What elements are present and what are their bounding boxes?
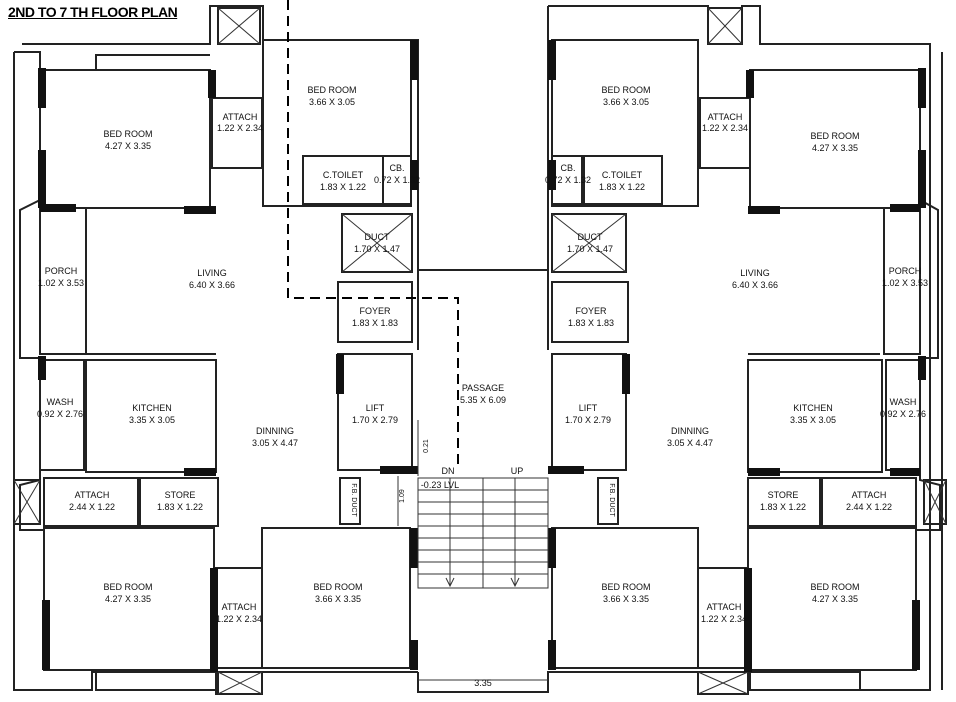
room-dim: 1.22 X 2.34: [217, 123, 263, 133]
dimension-lines: [397, 420, 548, 681]
room-dim: 2.44 X 1.22: [69, 502, 115, 512]
room-dim: 3.66 X 3.35: [603, 594, 649, 604]
room-name: DUCT: [578, 232, 603, 242]
dimension-label: 0.21: [423, 439, 430, 453]
room-dim: 1.22 X 2.34: [702, 123, 748, 133]
room-name: PORCH: [889, 266, 922, 276]
room-name: BED ROOM: [810, 582, 859, 592]
room-dim: 3.35 X 3.05: [790, 415, 836, 425]
structural-columns: [38, 40, 926, 672]
room-dim: 1.22 X 2.34: [216, 614, 262, 624]
room-dim: 4.27 X 3.35: [105, 141, 151, 151]
room-name: BED ROOM: [601, 85, 650, 95]
fb-duct-label: F.B. DUCT: [608, 483, 615, 517]
room-dim: 1.02 X 3.53: [38, 278, 84, 288]
room-dim: 0.72 X 1.32: [374, 175, 420, 185]
room-name: CB.: [389, 163, 404, 173]
room-dim: 0.72 X 1.32: [545, 175, 591, 185]
room-name: LIFT: [579, 403, 598, 413]
room-name: WASH: [47, 397, 74, 407]
room-dim: 1.70 X 2.79: [352, 415, 398, 425]
room-name: BED ROOM: [313, 582, 362, 592]
room-name: CB.: [560, 163, 575, 173]
room-dim: 3.35 X 3.05: [129, 415, 175, 425]
room-name: DINNING: [256, 426, 294, 436]
room-name: ATTACH: [222, 602, 257, 612]
room-dim: 1.83 X 1.22: [157, 502, 203, 512]
dimension-label: 3.35: [474, 678, 492, 688]
room-name: LIVING: [740, 268, 770, 278]
page-title: 2ND TO 7 TH FLOOR PLAN: [8, 4, 178, 20]
room-name: C.TOILET: [602, 170, 643, 180]
room-dim: 4.27 X 3.35: [812, 143, 858, 153]
room-name: DUCT: [365, 232, 390, 242]
stair-level-label: -0.23 LVL: [421, 480, 459, 490]
right-interior-walls: [13, 7, 947, 695]
room-name: KITCHEN: [793, 403, 833, 413]
room-dim: 3.05 X 4.47: [667, 438, 713, 448]
room-dim: 4.27 X 3.35: [812, 594, 858, 604]
room-name: ATTACH: [75, 490, 110, 500]
room-dim: 1.83 X 1.22: [599, 182, 645, 192]
room-dim: 6.40 X 3.66: [189, 280, 235, 290]
room-name: ATTACH: [852, 490, 887, 500]
room-name: FOYER: [575, 306, 607, 316]
room-name: KITCHEN: [132, 403, 172, 413]
passage-name: PASSAGE: [462, 383, 504, 393]
room-name: BED ROOM: [307, 85, 356, 95]
room-dim: 1.83 X 1.22: [760, 502, 806, 512]
room-dim: 3.05 X 4.47: [252, 438, 298, 448]
room-name: BED ROOM: [103, 582, 152, 592]
staircase: [417, 477, 549, 589]
room-dim: 0.92 X 2.76: [37, 409, 83, 419]
fb-duct-label: F.B. DUCT: [350, 483, 357, 517]
dimension-label: 1.09: [399, 489, 406, 503]
room-name: STORE: [165, 490, 196, 500]
room-name: WASH: [890, 397, 917, 407]
room-name: STORE: [768, 490, 799, 500]
room-dim: 3.66 X 3.05: [603, 97, 649, 107]
room-name: BED ROOM: [601, 582, 650, 592]
passage-dim: 5.35 X 6.09: [460, 395, 506, 405]
dashed-reference-lines: [287, 0, 459, 470]
room-name: LIFT: [366, 403, 385, 413]
room-name: BED ROOM: [810, 131, 859, 141]
stair-up-label: UP: [511, 466, 524, 476]
room-dim: 1.02 X 3.53: [882, 278, 928, 288]
room-name: C.TOILET: [323, 170, 364, 180]
room-dim: 1.83 X 1.83: [352, 318, 398, 328]
room-dim: 1.83 X 1.22: [320, 182, 366, 192]
room-name: BED ROOM: [103, 129, 152, 139]
room-dim: 1.70 X 1.47: [354, 244, 400, 254]
room-name: ATTACH: [707, 602, 742, 612]
room-name: PORCH: [45, 266, 78, 276]
room-name: ATTACH: [223, 112, 258, 122]
room-dim: 1.22 X 2.34: [701, 614, 747, 624]
room-dim: 1.83 X 1.83: [568, 318, 614, 328]
room-dim: 0.92 X 2.76: [880, 409, 926, 419]
room-dim: 3.66 X 3.05: [309, 97, 355, 107]
stair-dn-label: DN: [442, 466, 455, 476]
room-name: DINNING: [671, 426, 709, 436]
room-dim: 3.66 X 3.35: [315, 594, 361, 604]
room-name: LIVING: [197, 268, 227, 278]
room-dim: 1.70 X 2.79: [565, 415, 611, 425]
room-name: FOYER: [359, 306, 391, 316]
outer-walls: [13, 5, 943, 695]
room-dim: 4.27 X 3.35: [105, 594, 151, 604]
room-dim: 2.44 X 1.22: [846, 502, 892, 512]
room-dim: 1.70 X 1.47: [567, 244, 613, 254]
room-name: ATTACH: [708, 112, 743, 122]
room-dim: 6.40 X 3.66: [732, 280, 778, 290]
